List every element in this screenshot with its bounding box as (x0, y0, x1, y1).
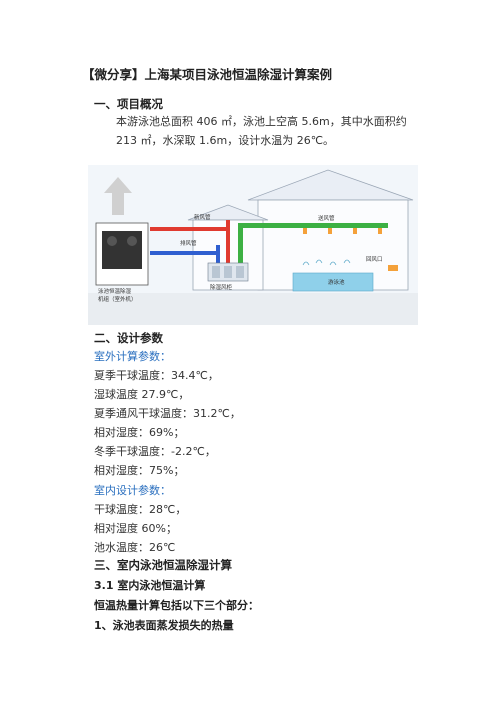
pool-label: 游泳池 (328, 278, 345, 286)
outdoor-unit-label-1: 泳池恒温除湿 (98, 287, 132, 295)
indoor-param: 相对湿度 60%； (94, 522, 177, 535)
pool: 游泳池 (292, 259, 374, 292)
indoor-params-title: 室内设计参数： (94, 484, 171, 497)
outdoor-param: 夏季通风干球温度：31.2℃， (94, 407, 241, 420)
exhaust-duct: 排风管 (150, 239, 220, 270)
outdoor-param: 冬季干球温度：-2.2℃， (94, 445, 216, 458)
dehumidifier-label: 除湿风柜 (210, 283, 233, 291)
heat-item-1: 1、泳池表面蒸发损失的热量 (94, 619, 234, 632)
pool-system-diagram: 游泳池 送风管 新风管 排风管 (88, 165, 418, 325)
section-1-paragraph: 本游泳池总面积 406 ㎡，泳池上空高 5.6m，其中水面积约 213 ㎡，水深… (94, 112, 424, 150)
section-3-heading: 三、室内泳池恒温除湿计算 (94, 558, 232, 572)
outdoor-param: 相对湿度：75%； (94, 464, 185, 477)
return-duct-label: 新风管 (194, 213, 211, 221)
outdoor-params-title: 室外计算参数： (94, 350, 171, 363)
project-overview-text: 本游泳池总面积 406 ㎡，泳池上空高 5.6m，其中水面积约 213 ㎡，水深… (116, 115, 407, 147)
outdoor-param: 夏季干球温度：34.4℃， (94, 369, 219, 382)
return-port-label: 回风口 (366, 256, 383, 263)
document-title: 【微分享】上海某项目泳池恒温除湿计算案例 (82, 67, 333, 82)
return-duct: 新风管 (150, 213, 230, 270)
outdoor-unit: 泳池恒温除湿 机组（室外机） (95, 222, 149, 303)
up-arrow-icon (104, 177, 132, 215)
exhaust-duct-label: 排风管 (180, 239, 197, 247)
indoor-param: 干球温度：28℃， (94, 503, 187, 516)
section-2-heading: 二、设计参数 (94, 331, 163, 345)
section-1-heading: 一、项目概况 (94, 97, 163, 111)
outdoor-param: 湿球温度 27.9℃， (94, 388, 190, 401)
dehumidifier-cabinet: 除湿风柜 (207, 262, 249, 291)
supply-duct: 送风管 (238, 214, 388, 273)
indoor-param: 池水温度：26℃ (94, 541, 176, 554)
outdoor-param: 相对湿度：69%； (94, 426, 185, 439)
outdoor-unit-label-2: 机组（室外机） (98, 295, 137, 303)
section-3-1-heading: 3.1 室内泳池恒温计算 (94, 579, 206, 592)
heat-calc-intro: 恒温热量计算包括以下三个部分： (94, 599, 259, 612)
supply-duct-label: 送风管 (318, 214, 335, 222)
return-air-port: 回风口 (366, 256, 398, 271)
